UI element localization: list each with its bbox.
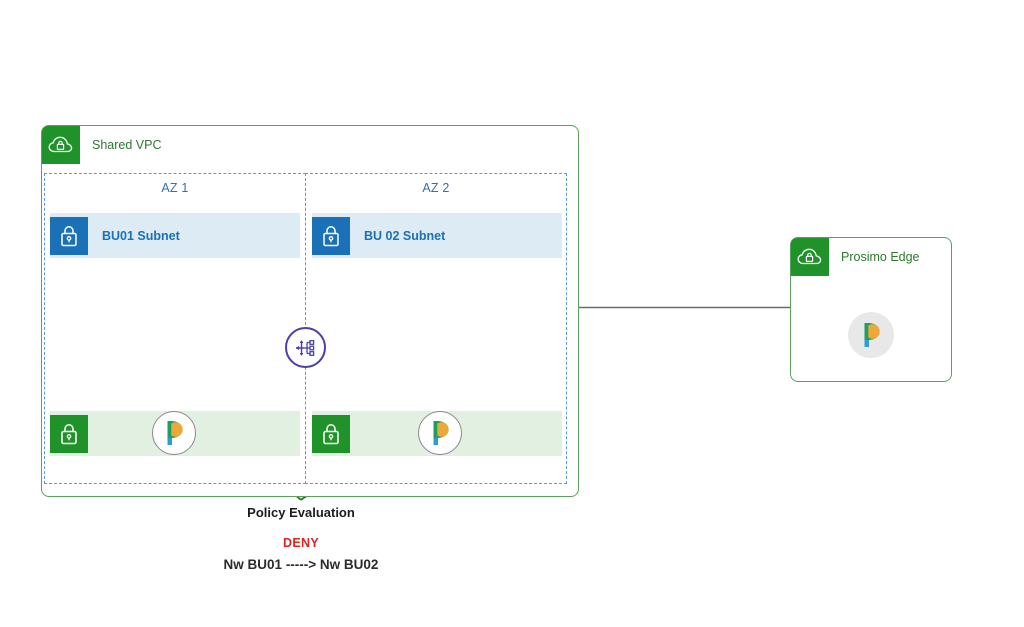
lock-icon — [312, 216, 350, 255]
bu02-subnet-label: BU 02 Subnet — [364, 228, 446, 243]
prosimo-edge-node-az2[interactable] — [418, 411, 462, 455]
shared-vpc-title: Shared VPC — [92, 138, 162, 152]
lock-icon — [312, 414, 350, 453]
lock-icon — [50, 414, 88, 453]
az-2-label: AZ 2 — [422, 181, 450, 195]
bu01-subnet-label: BU01 Subnet — [102, 228, 180, 243]
policy-evaluation-heading: Policy Evaluation — [247, 505, 355, 520]
bu01-subnet-row[interactable]: BU01 Subnet — [50, 213, 300, 258]
prosimo-logo-icon — [433, 421, 449, 445]
router-network-icon[interactable] — [285, 327, 326, 368]
lock-icon — [50, 216, 88, 255]
prosimo-logo-disc — [848, 312, 894, 358]
prosimo-edge-header: Prosimo Edge — [791, 238, 920, 276]
policy-decision-badge: DENY — [283, 536, 319, 550]
cloud-lock-icon — [42, 126, 80, 164]
prosimo-edge-node-az1[interactable] — [152, 411, 196, 455]
az-1-label: AZ 1 — [161, 181, 189, 195]
prosimo-edge-title: Prosimo Edge — [841, 250, 920, 264]
prosimo-edge-container[interactable]: Prosimo Edge — [790, 237, 952, 382]
prosimo-logo-icon — [167, 421, 183, 445]
shared-vpc-header: Shared VPC — [42, 126, 161, 164]
bu02-subnet-row[interactable]: BU 02 Subnet — [312, 213, 562, 258]
prosimo-logo-icon — [864, 323, 880, 347]
cloud-lock-icon — [791, 238, 829, 276]
policy-flow-label: Nw BU01 -----> Nw BU02 — [223, 557, 379, 572]
